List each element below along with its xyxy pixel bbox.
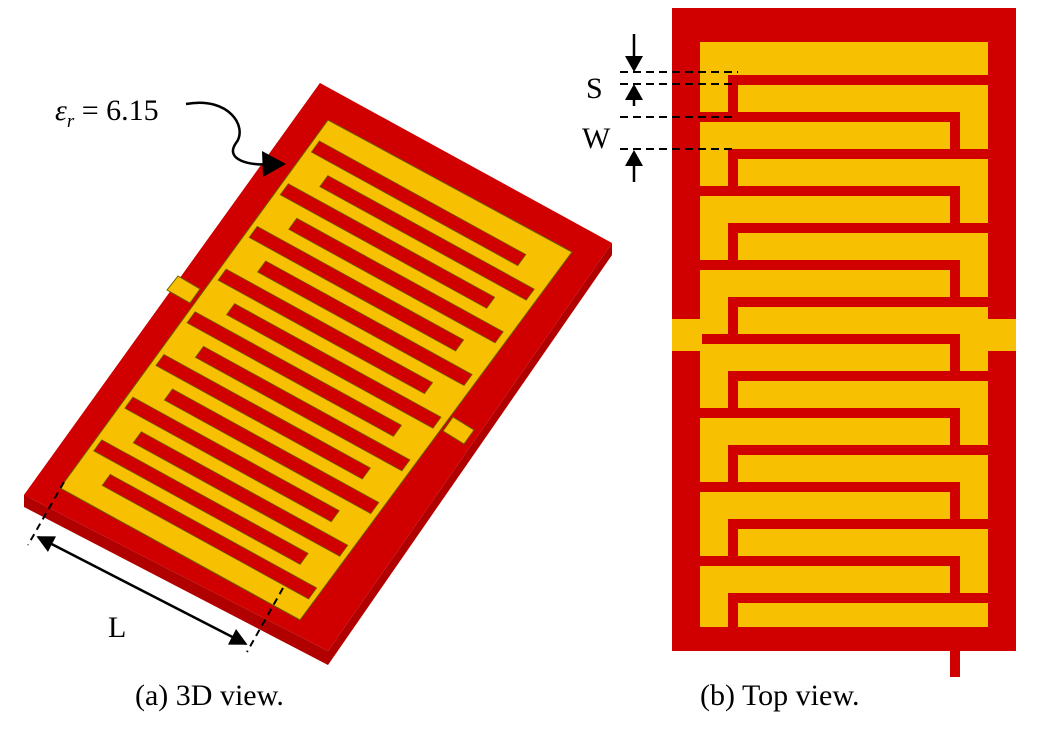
substrate-right-side [328,243,612,665]
caption-top-view: (b) Top view. [700,679,860,712]
top-slot-vert-left [728,593,738,640]
permittivity-symbol: ε [55,94,67,127]
top-slot-right-open [728,371,988,381]
top-slot-left-open [700,482,960,492]
permittivity-label: εr = 6.15 [55,94,159,132]
top-slot-left-open [700,556,960,566]
top-slot-vert-left [728,149,738,196]
top-slot-right-open [728,593,988,603]
meander-slot-3d [132,431,349,557]
top-feed-tab-right [986,319,1016,351]
top-feed-tab-left [672,319,702,351]
meander-slot-3d [163,388,380,515]
top-slot-right-open [728,75,988,85]
length-extension-left [27,481,65,546]
top-slot-vert-right [950,556,960,603]
width-arrow-up-head [625,150,643,166]
top-slot-vert-right [950,260,960,307]
spacing-label: S [586,72,603,105]
top-slot-left-open [700,112,960,122]
permittivity-pointer-arrowhead [262,151,286,177]
top-slot-vert-left [728,75,738,122]
top-slot-vert-right [950,482,960,529]
top-slot-vert-right [950,408,960,455]
meander-slot-3d [124,396,340,523]
spacing-arrow-up-head [625,84,643,100]
top-slot-right-open [728,223,988,233]
length-label: L [108,611,126,644]
top-slot-left-open [700,334,960,344]
meander-slot-3d [279,183,496,309]
width-label: W [582,122,611,155]
top-view: S W (b) Top view. [582,8,1016,712]
spacing-arrow-down-head [625,56,643,72]
three-d-view: L εr = 6.15 (a) 3D view. [24,83,612,712]
top-slot-vert-left [728,371,738,418]
meander-slot-3d [248,225,465,352]
top-slot-vert-left [728,297,738,344]
meander-slot-3d [225,303,442,429]
top-slot-left-open [700,630,960,640]
meander-slot-3d [288,217,504,344]
top-slot-vert-right [950,334,960,381]
meander-slot-3d [319,175,535,301]
top-slot-left-open [700,260,960,270]
meander-slot-3d [155,353,371,480]
meander-slot-3d [93,439,309,565]
top-slot-vert-left [728,445,738,492]
top-slot-right-open [728,297,988,307]
length-extension-right [246,587,284,653]
top-slot-vert-left [728,519,738,566]
top-slot-left-open [700,408,960,418]
top-slot-vert-right [950,186,960,233]
top-slot-vert-left [728,223,738,270]
top-slot-right-open [728,445,988,455]
feed-tab-right [442,416,475,445]
meander-conductor-3d [59,119,573,621]
meander-slot-3d [186,311,403,437]
top-slot-vert-right [950,112,960,159]
permittivity-equals: = [74,94,106,127]
meander-slot-3d [257,260,473,387]
permittivity-subscript: r [67,111,75,132]
caption-3d-view: (a) 3D view. [135,679,284,712]
top-slot-vert-right [950,630,960,677]
meander-slot-3d [217,268,434,395]
permittivity-pointer-curve [185,101,271,166]
length-dimension-arrow [36,535,248,646]
feed-tab-left [166,275,201,304]
top-slot-right-open [728,149,988,159]
meander-slot-3d [310,140,527,267]
top-slot-right-open [728,519,988,529]
meander-conductor-top [700,42,988,677]
meander-slot-3d [194,345,411,472]
permittivity-value: 6.15 [106,94,159,127]
top-slot-left-open [700,186,960,196]
